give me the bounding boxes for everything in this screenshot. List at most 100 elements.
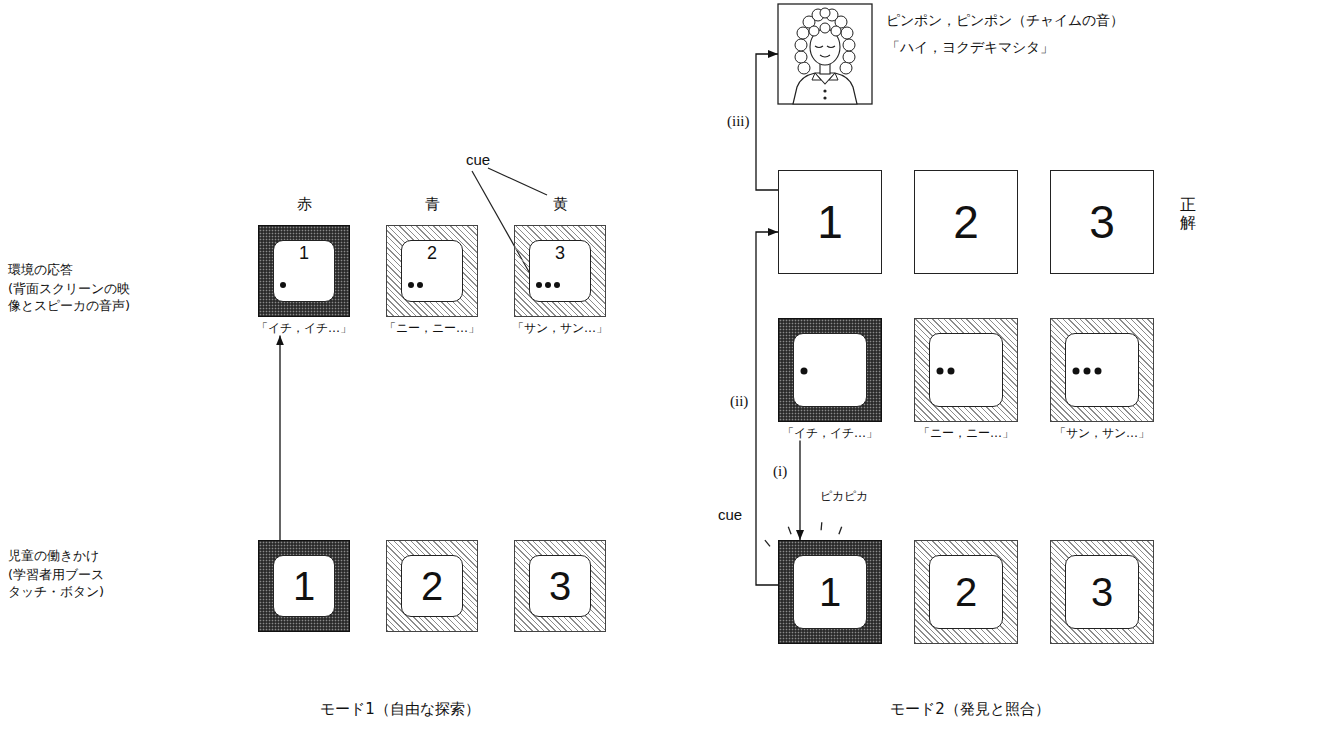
voice-text: 「イチ，イチ…」 bbox=[778, 426, 882, 440]
panel-face: 3 bbox=[1065, 555, 1139, 629]
flash-dash bbox=[820, 522, 822, 530]
panel-note: (学習者用ブースタッチ・ボタン) bbox=[8, 567, 110, 601]
display-panel: 「イチ，イチ…」 bbox=[778, 318, 882, 440]
count-dot bbox=[408, 282, 414, 288]
panel-face bbox=[1065, 333, 1139, 407]
display-panel: 3「サン，サン…」 bbox=[512, 225, 608, 335]
connector-arrow bbox=[756, 54, 778, 190]
panel-face bbox=[793, 333, 867, 407]
closed-eyes bbox=[815, 46, 835, 48]
color-name: 黄 bbox=[553, 195, 568, 215]
count-dot bbox=[1095, 368, 1102, 375]
count-dot bbox=[545, 282, 551, 288]
panel-frame: 3 bbox=[514, 225, 606, 317]
panel-frame: 1 bbox=[778, 170, 882, 274]
button-dot bbox=[823, 96, 826, 99]
box-number: 3 bbox=[549, 564, 571, 608]
color-name: 青 bbox=[425, 195, 440, 215]
box-number: 2 bbox=[427, 244, 437, 264]
feedback-text: ピンポン，ピンポン（チャイムの音） bbox=[886, 12, 1124, 29]
flash-label: ピカピカ bbox=[820, 489, 868, 505]
count-dot bbox=[948, 368, 955, 375]
answer-box: 3 bbox=[1050, 170, 1154, 274]
dot-count bbox=[930, 334, 1002, 406]
flash-dash bbox=[788, 527, 791, 535]
count-dot bbox=[554, 282, 560, 288]
dot-count bbox=[1066, 334, 1138, 406]
answer-box: 1 bbox=[778, 170, 882, 274]
display-panel: 1 「イチ，イチ…」 bbox=[256, 225, 352, 335]
box-number: 2 bbox=[953, 197, 979, 248]
box-number: 2 bbox=[421, 564, 443, 608]
step-number: (iii) bbox=[726, 112, 751, 130]
panel-frame: 2 bbox=[386, 540, 478, 632]
count-dot bbox=[417, 282, 423, 288]
hair-bangs bbox=[809, 23, 841, 36]
panel-face: 1 bbox=[273, 240, 335, 302]
connector-arrow bbox=[279, 335, 280, 540]
box-number: 1 bbox=[299, 244, 309, 264]
voice-text: 「ニー，ニー…」 bbox=[914, 426, 1018, 440]
touch-button: 3 bbox=[514, 540, 606, 632]
connector-group bbox=[280, 54, 800, 585]
panel-face: 2 bbox=[929, 555, 1003, 629]
dot-count bbox=[794, 334, 866, 406]
box-number: 1 bbox=[817, 197, 843, 248]
connector-arrow bbox=[756, 232, 778, 585]
panel-frame: 2 bbox=[914, 170, 1018, 274]
panel-note: (背面スクリーンの映像とスピーカの音声) bbox=[8, 281, 142, 315]
step-number: (i) bbox=[772, 462, 788, 480]
panel-frame bbox=[778, 318, 882, 422]
cue-label: cue bbox=[466, 150, 490, 170]
body-outline bbox=[793, 73, 857, 104]
collar-tips bbox=[812, 73, 838, 80]
panel-frame: 2 bbox=[914, 540, 1018, 644]
count-dot bbox=[801, 368, 808, 375]
box-number: 3 bbox=[1091, 570, 1113, 614]
voice-text: 「イチ，イチ…」 bbox=[256, 321, 352, 335]
voice-text: 「ニー，ニー…」 bbox=[384, 321, 480, 335]
panel-frame bbox=[914, 318, 1018, 422]
flash-dash bbox=[839, 527, 842, 535]
voice-text: 「サン，サン…」 bbox=[1050, 426, 1154, 440]
step-number: (ii) bbox=[729, 392, 749, 410]
box-number: 3 bbox=[555, 244, 565, 264]
cue-label: cue bbox=[718, 505, 742, 525]
panel-heading: 児童の働きかけ bbox=[8, 548, 99, 565]
panel-face: 2 bbox=[401, 555, 463, 617]
answer-box: 2 bbox=[914, 170, 1018, 274]
button-dot bbox=[823, 89, 826, 92]
panel-face: 3 bbox=[529, 240, 591, 302]
panel-frame: 3 bbox=[1050, 170, 1154, 274]
panel-frame: 1 bbox=[778, 540, 882, 644]
count-dot bbox=[280, 282, 286, 288]
panel-face: 2 bbox=[401, 240, 463, 302]
panel-frame: 3 bbox=[514, 540, 606, 632]
panel-frame: 3 bbox=[1050, 540, 1154, 644]
color-name: 赤 bbox=[297, 195, 312, 215]
panel-heading: 環境の応答 bbox=[8, 262, 73, 279]
touch-button: 3 bbox=[1050, 540, 1154, 644]
mode-caption: モード2（発見と照合） bbox=[890, 700, 1050, 720]
flash-dash bbox=[765, 540, 770, 546]
connector-arrow bbox=[799, 440, 800, 540]
box-number: 3 bbox=[1089, 197, 1115, 248]
feedback-text: 「ハイ，ヨクデキマシタ」 bbox=[886, 39, 1124, 56]
box-number: 2 bbox=[955, 570, 977, 614]
mode-caption: モード1（自由な探索） bbox=[320, 700, 480, 720]
display-panel: 2 「ニー，ニー…」 bbox=[384, 225, 480, 335]
panel-face bbox=[929, 333, 1003, 407]
smile bbox=[820, 55, 830, 57]
touch-button: 1 bbox=[778, 540, 882, 644]
panel-frame: 2 bbox=[386, 225, 478, 317]
panel-frame: 1 bbox=[258, 540, 350, 632]
touch-button: 2 bbox=[386, 540, 478, 632]
count-dot bbox=[1084, 368, 1091, 375]
panel-frame bbox=[1050, 318, 1154, 422]
panel-frame: 1 bbox=[258, 225, 350, 317]
box-number: 1 bbox=[293, 564, 315, 608]
teacher-illustration bbox=[778, 4, 872, 104]
count-dot bbox=[1073, 368, 1080, 375]
